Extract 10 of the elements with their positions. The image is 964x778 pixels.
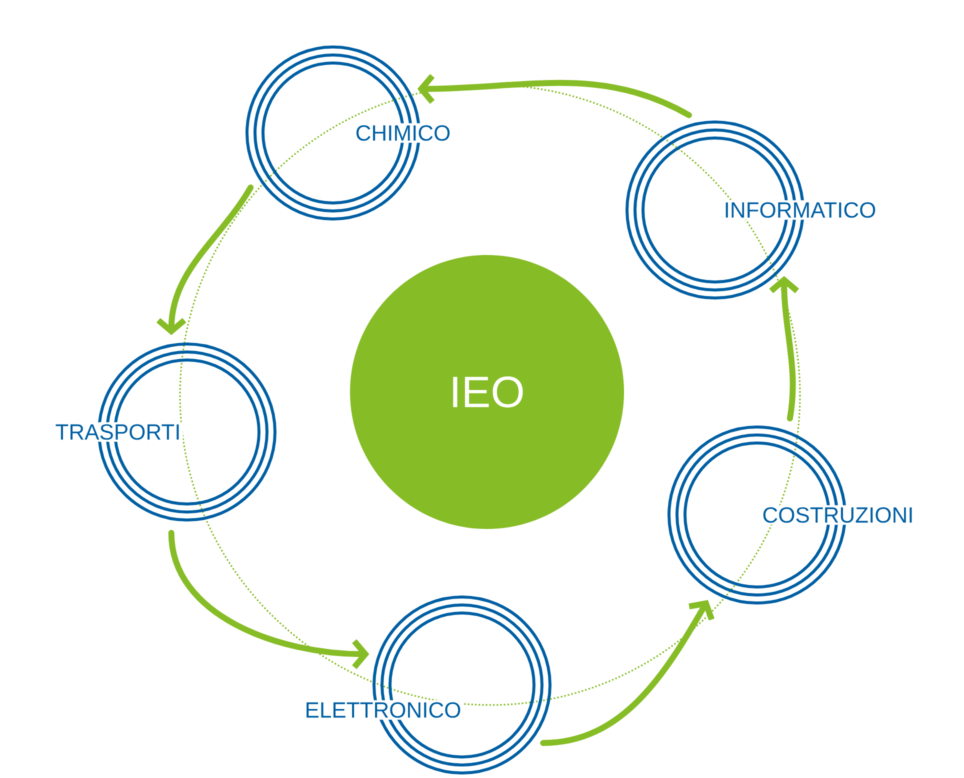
curved-arrow xyxy=(769,276,800,422)
curved-arrow xyxy=(540,600,715,746)
curved-arrow xyxy=(156,184,254,336)
ring-node: INFORMATICO xyxy=(626,120,878,300)
curved-arrow xyxy=(168,530,370,670)
ring-node: ELETTRONICO xyxy=(302,596,552,774)
ring-node: CHIMICO xyxy=(246,46,453,220)
ring-node: COSTRUZIONI xyxy=(668,426,916,604)
ring-node: TRASPORTI xyxy=(53,342,276,522)
curved-arrow xyxy=(417,74,692,118)
